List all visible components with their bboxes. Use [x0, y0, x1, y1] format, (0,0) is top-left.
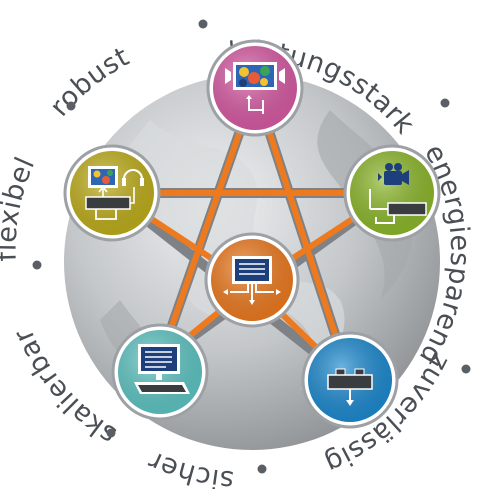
- node-receiver[interactable]: [301, 331, 399, 429]
- node-av-console[interactable]: [63, 144, 161, 242]
- ring-dots: [32, 19, 471, 474]
- ring-dot: [66, 101, 76, 111]
- video-wall-icon: [225, 62, 285, 114]
- node-camera[interactable]: [343, 144, 441, 242]
- ring-dot: [32, 260, 42, 270]
- node-video-wall[interactable]: [206, 39, 304, 137]
- node-hub[interactable]: [204, 232, 300, 328]
- node-workstation[interactable]: [111, 323, 209, 421]
- ring-dot: [257, 464, 267, 474]
- ring-word-sicher: sicher: [143, 444, 235, 489]
- hub-icon: [223, 256, 281, 305]
- ring-dot: [106, 428, 116, 438]
- camera-icon: [369, 163, 427, 224]
- ring-dot: [461, 364, 471, 374]
- ring-dot: [198, 19, 208, 29]
- ring-word-robust: robust: [44, 41, 134, 122]
- ring-word-flexibel: flexibel: [0, 152, 41, 261]
- receiver-icon: [327, 368, 373, 406]
- av-console-icon: [85, 166, 144, 220]
- workstation-icon: [134, 344, 190, 394]
- ring-dot: [440, 98, 450, 108]
- link-orange: [252, 85, 353, 383]
